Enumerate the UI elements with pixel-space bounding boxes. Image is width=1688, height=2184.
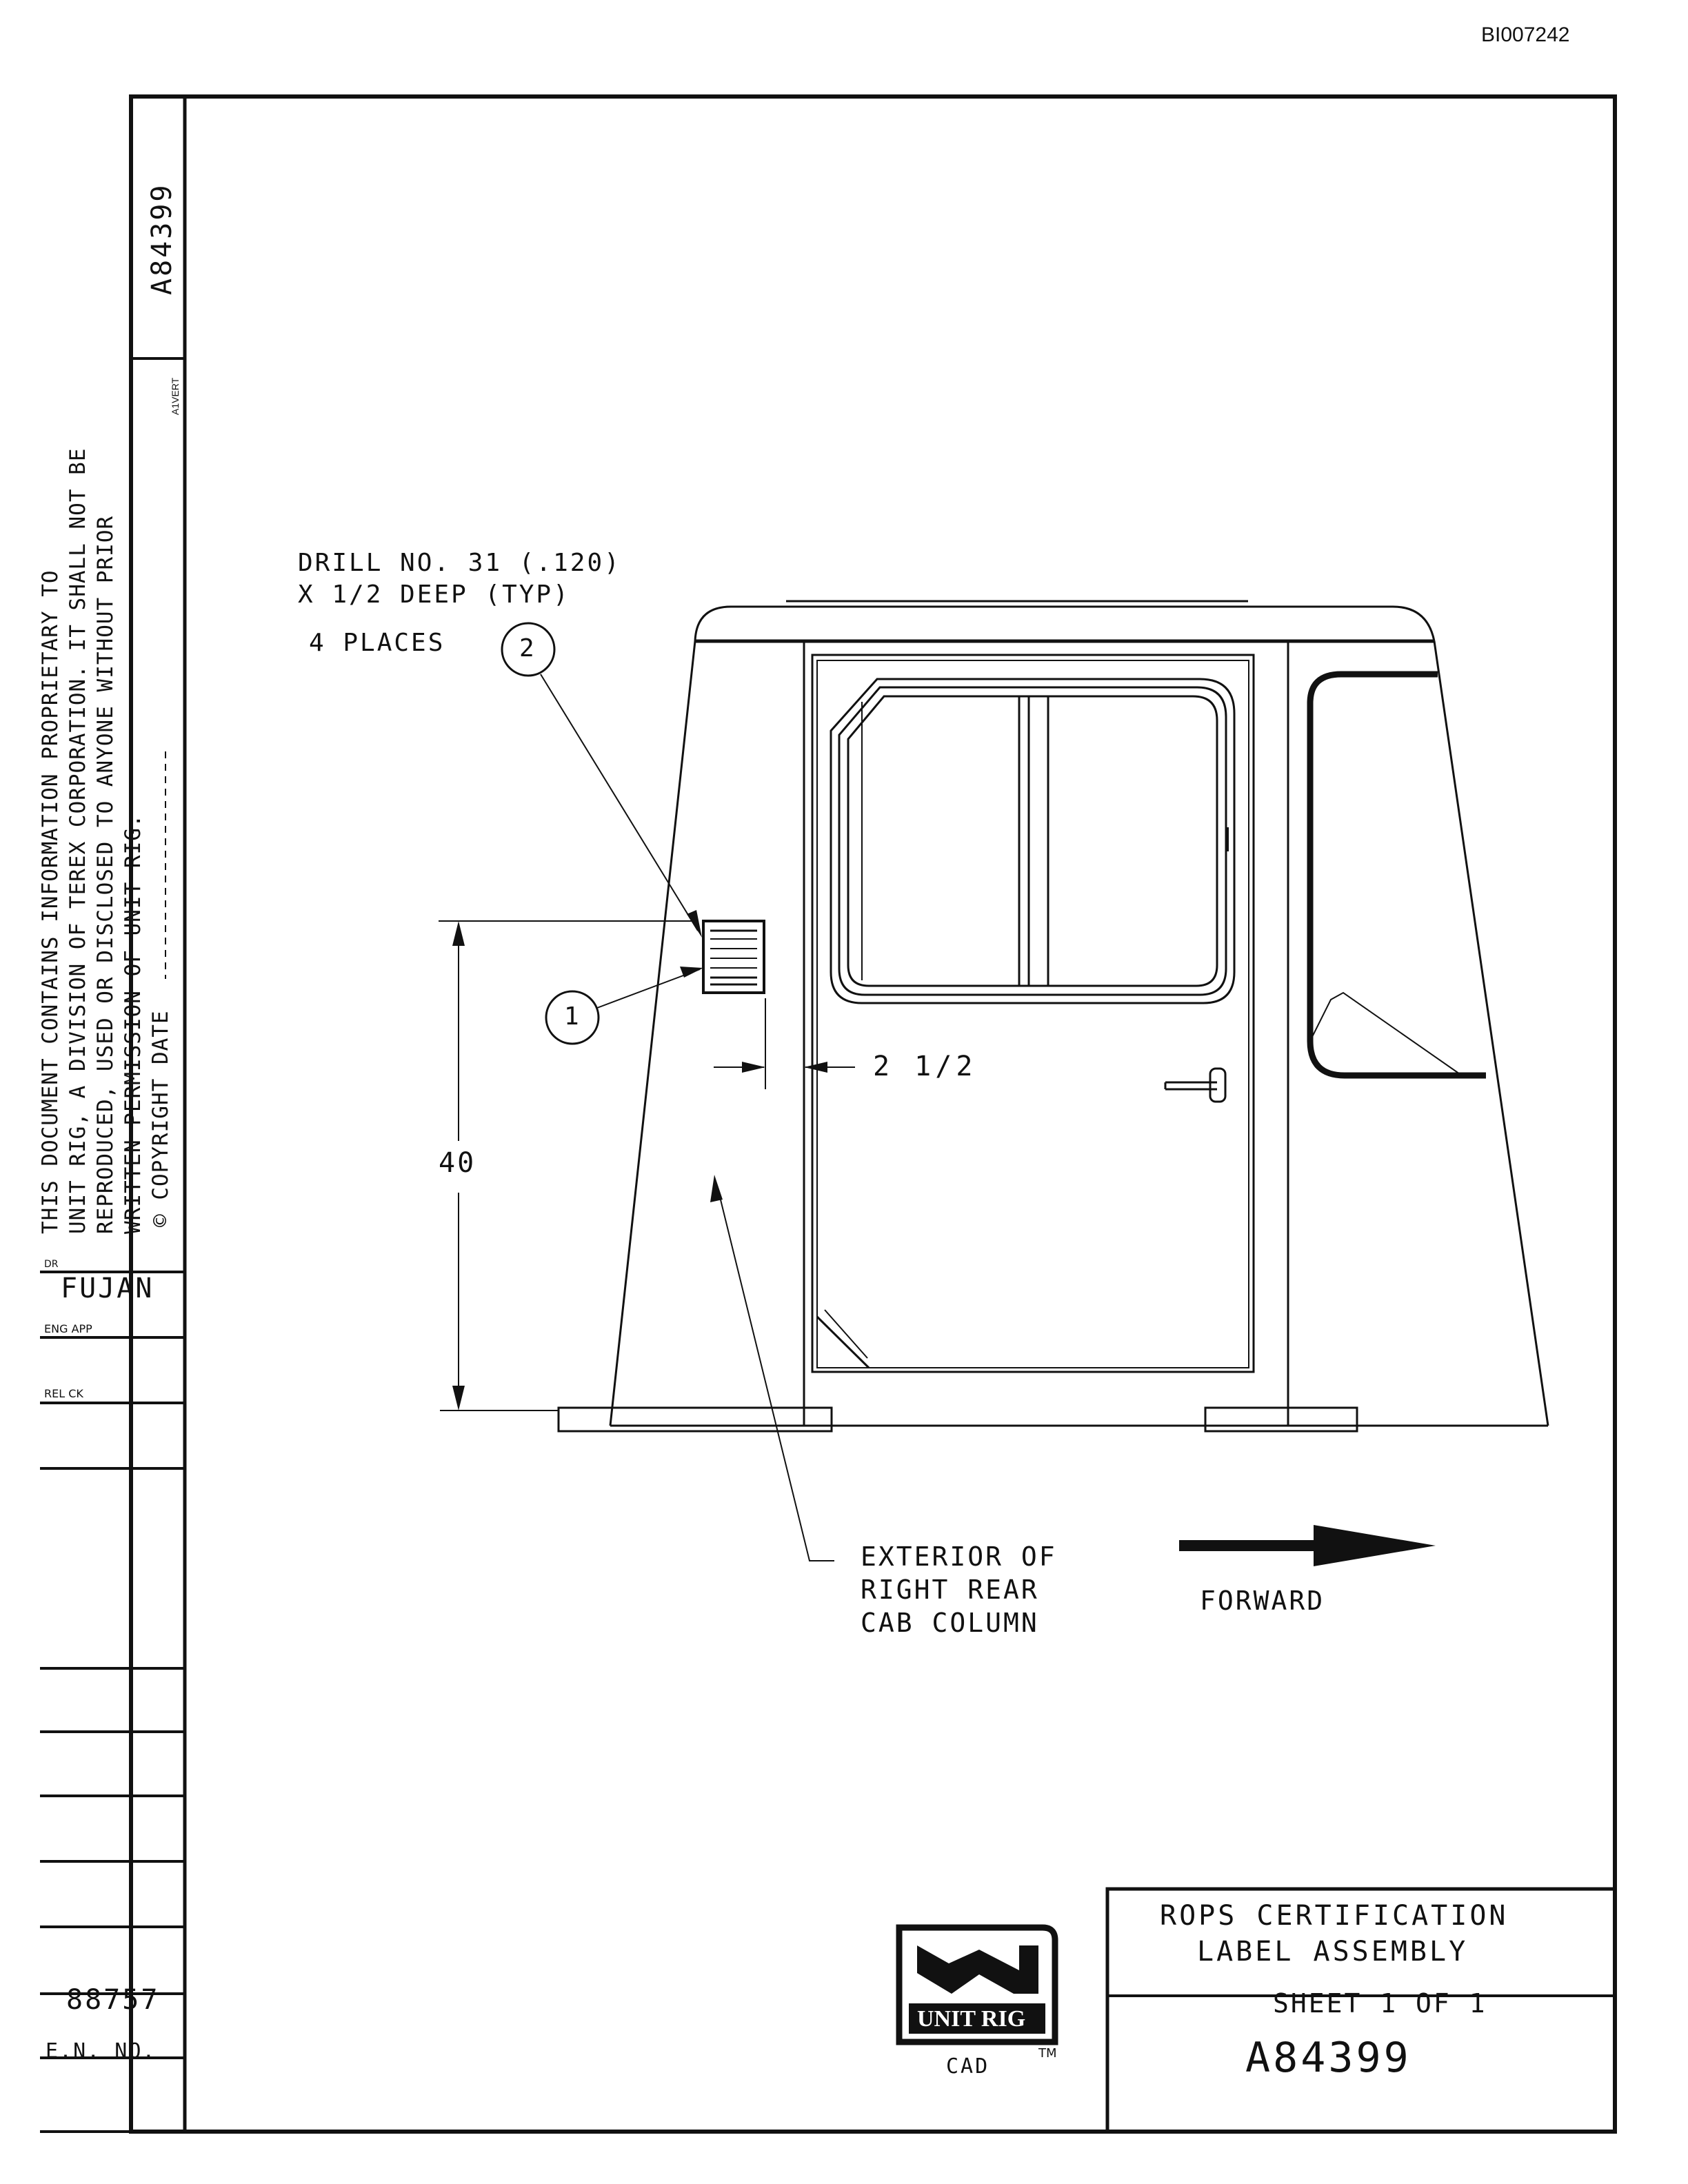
balloon-2-label: 2 bbox=[519, 634, 534, 663]
cad-label: CAD bbox=[946, 2054, 990, 2079]
cab-skid-left bbox=[557, 1406, 833, 1433]
unit-rig-logo bbox=[896, 1924, 1058, 2045]
dr-value: FUJAN bbox=[61, 1273, 154, 1304]
side-drawing-number: A84399 bbox=[146, 183, 178, 296]
rops-label bbox=[702, 920, 765, 994]
dimension-40 bbox=[439, 920, 696, 1411]
proprietary-notice-line-3: REPRODUCED, USED OR DISCLOSED TO ANYONE … bbox=[93, 515, 118, 1234]
exterior-note-line-3: CAB COLUMN bbox=[861, 1608, 1039, 1638]
door-handle bbox=[1164, 1067, 1227, 1103]
eng-app-label: ENG APP bbox=[44, 1322, 92, 1335]
dimension-vertical-label: 40 bbox=[439, 1147, 476, 1179]
en-number: 88757 bbox=[66, 1984, 160, 2016]
rel-ck-label: REL CK bbox=[44, 1387, 83, 1400]
door-window bbox=[830, 678, 1236, 1004]
title-line-2: LABEL ASSEMBLY bbox=[1197, 1936, 1469, 1968]
proprietary-notice-line-5: © COPYRIGHT DATE bbox=[148, 1010, 173, 1227]
exterior-note-line-1: EXTERIOR OF bbox=[861, 1541, 1057, 1572]
drill-note-line-2: X 1/2 DEEP (TYP) bbox=[298, 580, 570, 609]
dimension-2-1-2 bbox=[714, 998, 855, 1089]
en-label: E.N. NO. bbox=[46, 2039, 157, 2063]
dr-label: DR bbox=[44, 1259, 59, 1270]
balloon-1 bbox=[545, 990, 600, 1045]
drawing-number: A84399 bbox=[1245, 2034, 1411, 2082]
sheet-number: SHEET 1 OF 1 bbox=[1273, 1988, 1487, 2019]
page-id: BI007242 bbox=[1481, 23, 1570, 46]
dimension-horizontal-label: 2 1/2 bbox=[873, 1051, 977, 1082]
cab-skid-right bbox=[1204, 1406, 1358, 1433]
drill-note-line-3: 4 PLACES bbox=[309, 629, 445, 657]
proprietary-notice-line-4: WRITTEN PERMISSION OF UNIT RIG. bbox=[121, 813, 145, 1234]
side-reference-mark: A1VERT bbox=[170, 377, 181, 415]
cab-door bbox=[811, 654, 1255, 1373]
forward-arrow bbox=[1314, 1525, 1436, 1566]
exterior-note-line-2: RIGHT REAR bbox=[861, 1575, 1039, 1605]
balloon-2 bbox=[501, 622, 556, 677]
proprietary-notice-line-2: UNIT RIG, A DIVISION OF TEREX CORPORATIO… bbox=[66, 447, 90, 1235]
title-block-frame bbox=[1105, 1887, 1617, 2134]
logo-text: UNIT RIG bbox=[917, 2006, 1026, 2032]
cab-elevation bbox=[557, 600, 1549, 1433]
side-window bbox=[1307, 671, 1486, 1079]
trademark-label: TM bbox=[1038, 2046, 1057, 2061]
title-line-1: ROPS CERTIFICATION bbox=[1160, 1900, 1509, 1932]
balloon-1-label: 1 bbox=[564, 1002, 579, 1031]
drill-note-line-1: DRILL NO. 31 (.120) bbox=[298, 549, 621, 577]
drawing-border bbox=[129, 94, 1617, 2134]
proprietary-notice-line-1: THIS DOCUMENT CONTAINS INFORMATION PROPR… bbox=[38, 569, 63, 1234]
forward-label: FORWARD bbox=[1200, 1586, 1325, 1616]
